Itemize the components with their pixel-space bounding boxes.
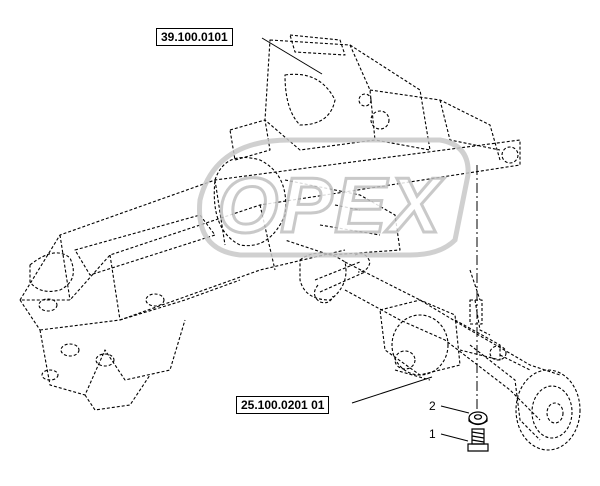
callout-number-1: 1 — [429, 427, 436, 441]
washer-icon — [468, 411, 488, 426]
chassis-frame — [19, 139, 521, 411]
callout-number-2: 2 — [429, 399, 436, 413]
axle-reference-label[interactable]: 25.100.0201 01 — [236, 396, 330, 414]
loader-tower — [229, 34, 519, 164]
drive-shaft — [313, 253, 371, 304]
watermark-text: OPEX — [218, 161, 445, 249]
callout-2-leader — [440, 405, 470, 414]
frame-reference-label[interactable]: 39.100.0101 — [156, 28, 233, 46]
opex-watermark: OPEX — [197, 137, 471, 258]
bolt-icon — [467, 428, 489, 452]
frame-ref-leader — [261, 37, 323, 75]
axle-ref-leader — [351, 376, 433, 404]
rear-axle — [344, 261, 581, 451]
callout-1-leader — [440, 433, 469, 442]
